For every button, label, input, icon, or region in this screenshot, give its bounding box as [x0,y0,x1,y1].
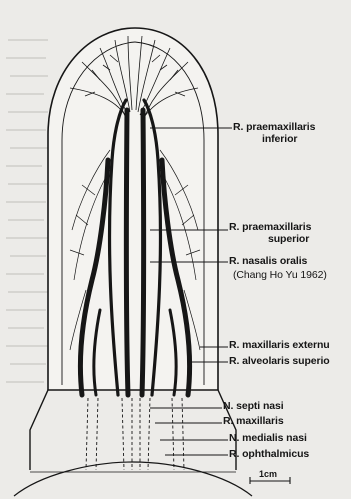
label-nasalis-oralis: R. nasalis oralis [229,256,307,267]
label-praemaxillaris-superior-2: superior [268,234,309,245]
bleed-through-text [6,40,48,382]
label-maxillaris: R. maxillaris [223,416,284,427]
lower-outline [30,390,236,470]
label-septi-nasi: N. septi nasi [223,401,284,412]
label-alveolaris-superior: R. alveolaris superio [229,356,330,367]
label-nasalis-citation: (Chang Ho Yu 1962) [233,270,327,281]
label-praemaxillaris-inferior-2: inferior [262,134,297,145]
dashed-nerve-paths [86,398,184,470]
label-praemaxillaris-inferior-1: R. praemaxillaris [233,122,315,133]
scale-bar-label: 1cm [259,469,277,479]
label-medialis-nasi: N. medialis nasi [229,433,307,444]
base-line [14,462,252,496]
label-maxillaris-externus: R. maxillaris externu [229,340,330,351]
label-ophthalmicus: R. ophthalmicus [229,449,309,460]
label-praemaxillaris-superior-1: R. praemaxillaris [229,222,311,233]
